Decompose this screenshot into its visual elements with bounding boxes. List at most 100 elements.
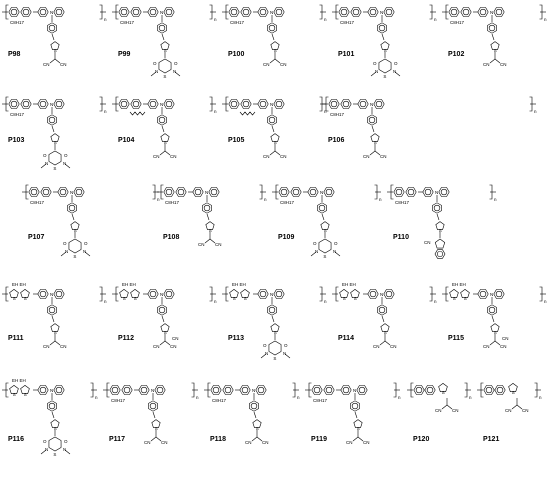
benzene-ring bbox=[267, 304, 277, 316]
octyl-substituent-label: C8H17 bbox=[313, 398, 328, 403]
thiophene-ring bbox=[370, 133, 380, 142]
benzene-ring bbox=[356, 385, 368, 395]
sulfur-atom: S bbox=[13, 392, 16, 397]
aromatic-circle bbox=[375, 100, 383, 108]
cyano-bond bbox=[164, 340, 171, 346]
aromatic-circle bbox=[75, 188, 83, 196]
benzene-ring bbox=[53, 7, 65, 17]
aromatic-circle bbox=[369, 290, 377, 298]
benzene-ring bbox=[47, 22, 57, 34]
carbonyl-oxygen: O bbox=[64, 153, 68, 158]
repeat-subscript: n bbox=[494, 197, 497, 202]
polymer-label: P109 bbox=[278, 234, 294, 241]
sulfur-atom: S bbox=[343, 296, 346, 301]
benzene-ring bbox=[222, 385, 234, 395]
cyano-label: CN bbox=[43, 62, 50, 67]
sulfur-atom: S bbox=[209, 228, 212, 233]
cyano-bond bbox=[49, 340, 56, 346]
benzene-ring bbox=[267, 22, 277, 34]
polymer-label: P105 bbox=[228, 137, 244, 144]
benzene-ring bbox=[37, 7, 49, 17]
amine-nitrogen: N bbox=[435, 190, 438, 195]
sulfur-atom: S bbox=[233, 296, 236, 301]
amine-nitrogen: N bbox=[270, 102, 273, 107]
repeat-subscript: n bbox=[104, 17, 107, 22]
thione-sulfur: S bbox=[53, 166, 56, 171]
benzene-ring bbox=[130, 7, 142, 17]
polymer-label: P120 bbox=[413, 436, 429, 443]
benzene-ring bbox=[340, 99, 352, 109]
barbituric-ring bbox=[48, 150, 62, 166]
aromatic-circle bbox=[479, 8, 487, 16]
octyl-substituent-label: C8H17 bbox=[230, 20, 245, 25]
cyano-bond bbox=[155, 436, 162, 442]
amine-nitrogen: N bbox=[380, 292, 383, 297]
aromatic-circle bbox=[485, 386, 493, 394]
cyano-label: CN bbox=[262, 440, 269, 445]
thiophene-ring bbox=[490, 323, 500, 332]
aromatic-circle bbox=[230, 100, 238, 108]
thiophene-ring bbox=[205, 221, 215, 230]
octyl-substituent-label: C8H17 bbox=[10, 20, 25, 25]
cyano-label: CN bbox=[380, 154, 387, 159]
aromatic-circle bbox=[39, 290, 47, 298]
benzene-ring bbox=[37, 99, 49, 109]
sulfur-atom: S bbox=[439, 228, 442, 233]
cyano-bond bbox=[204, 238, 211, 244]
eh-substituent-label: EH EH bbox=[12, 282, 26, 287]
aromatic-circle bbox=[450, 8, 458, 16]
aromatic-circle bbox=[156, 386, 164, 394]
aromatic-circle bbox=[340, 8, 348, 16]
thiophene-ring bbox=[160, 133, 170, 142]
octyl-substituent-label: C8H17 bbox=[395, 200, 410, 205]
barbituric-ring bbox=[158, 58, 172, 74]
aromatic-circle bbox=[203, 204, 211, 212]
aromatic-circle bbox=[415, 386, 423, 394]
benzene-ring bbox=[20, 99, 32, 109]
aromatic-circle bbox=[407, 188, 415, 196]
indandione-ring bbox=[434, 238, 446, 249]
aromatic-circle bbox=[426, 386, 434, 394]
benzene-ring bbox=[163, 7, 175, 17]
nitrogen-atom: N bbox=[283, 351, 286, 356]
aromatic-circle bbox=[165, 8, 173, 16]
benzene-ring bbox=[8, 7, 20, 17]
cyano-bond bbox=[379, 340, 386, 346]
cyano-bond bbox=[384, 340, 391, 346]
thione-sulfur: S bbox=[273, 356, 276, 361]
thiophene-ring bbox=[320, 221, 330, 230]
sulfur-atom: S bbox=[357, 426, 360, 431]
aromatic-circle bbox=[194, 188, 202, 196]
benzene-ring bbox=[192, 187, 204, 197]
benzene-ring bbox=[157, 22, 167, 34]
carbonyl-oxygen: O bbox=[64, 439, 68, 444]
ethyl-chain bbox=[370, 71, 377, 77]
benzene-ring bbox=[257, 99, 269, 109]
aromatic-circle bbox=[177, 188, 185, 196]
amine-nitrogen: N bbox=[205, 190, 208, 195]
cyano-bond bbox=[274, 58, 281, 64]
benzene-ring bbox=[37, 385, 49, 395]
carbonyl-oxygen: O bbox=[373, 61, 377, 66]
nitrogen-atom: N bbox=[265, 351, 268, 356]
aromatic-circle bbox=[268, 116, 276, 124]
aromatic-circle bbox=[48, 24, 56, 32]
vinylene-bond bbox=[436, 213, 440, 221]
polymer-label: P99 bbox=[118, 51, 131, 58]
benzene-ring bbox=[257, 7, 269, 17]
nitrogen-atom: N bbox=[315, 249, 318, 254]
benzene-ring bbox=[367, 7, 379, 17]
benzene-ring bbox=[28, 187, 40, 197]
thiophene-ring bbox=[50, 41, 60, 50]
repeat-subscript: n bbox=[324, 17, 327, 22]
octyl-substituent-label: C8H17 bbox=[450, 20, 465, 25]
benzene-ring bbox=[323, 187, 335, 197]
vinylene-bond bbox=[491, 33, 495, 41]
cyano-bond bbox=[256, 436, 263, 442]
sulfur-atom: S bbox=[374, 140, 377, 145]
